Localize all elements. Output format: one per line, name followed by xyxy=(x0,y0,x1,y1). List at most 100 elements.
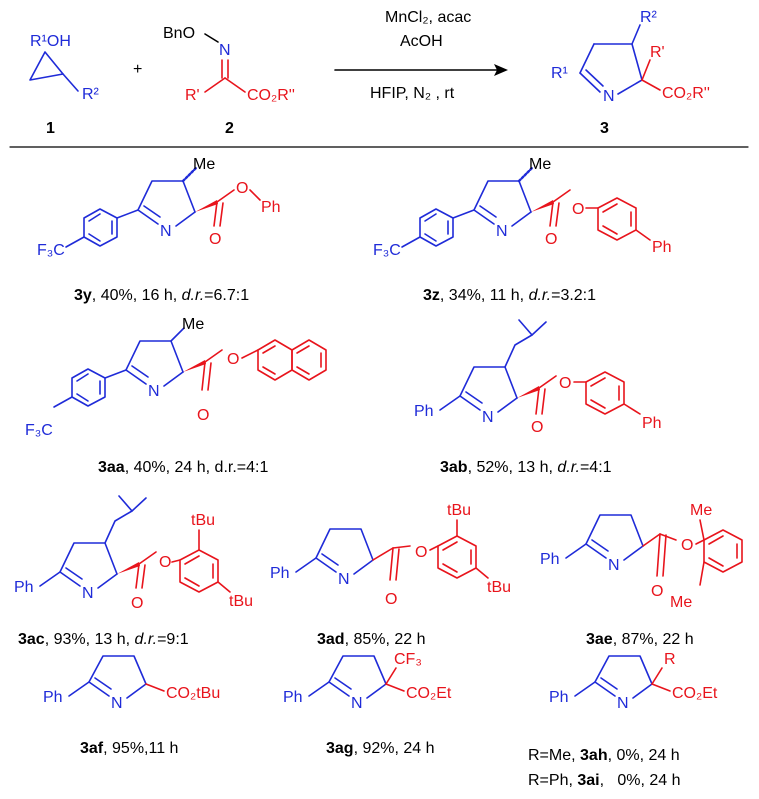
cn-double-2 xyxy=(591,539,609,552)
ph-label: Ph xyxy=(652,239,672,256)
ph-left-label: Ph xyxy=(540,551,560,568)
r-prefix: R=Me, xyxy=(528,747,580,764)
aryl-inner-3 xyxy=(708,557,724,567)
compound-id: 3z xyxy=(423,287,440,304)
co-double-2 xyxy=(555,202,560,227)
caption-3ac: 3ac, 93%, 13 h, d.r.=9:1 xyxy=(18,631,189,648)
ph-left-label: Ph xyxy=(14,579,34,596)
pyrroline-ring xyxy=(315,528,374,561)
co-double-2 xyxy=(395,548,400,581)
compound-id: 3ad xyxy=(317,631,345,648)
naph-inner-5 xyxy=(296,366,310,375)
reactant1-r2-label: R² xyxy=(82,86,100,103)
phenylene-inner-1 xyxy=(602,203,618,213)
aryl-inner-3 xyxy=(88,233,101,242)
pyrroline-ring xyxy=(125,340,184,373)
aryl-inner-3 xyxy=(184,577,200,587)
n-c2 xyxy=(623,545,644,561)
tbu-para-label: tBu xyxy=(487,579,511,596)
caption-details: , 34%, 11 h, xyxy=(440,287,529,304)
naphthyl-ring-2 xyxy=(291,339,327,381)
cn-double-1 xyxy=(315,557,337,573)
carbonyl-o: O xyxy=(385,591,397,608)
phenylene-inner-3 xyxy=(602,225,618,235)
dr-label: d.r. xyxy=(529,287,552,304)
plus-sign: + xyxy=(133,61,142,78)
aryl-ring-bond xyxy=(104,369,127,379)
r2-bond-product xyxy=(631,24,641,45)
tbu-ortho-label: tBu xyxy=(191,512,215,529)
cn-double-2 xyxy=(143,205,161,218)
cf3-bond xyxy=(53,396,73,408)
carbonyl-o: O xyxy=(197,407,209,424)
ester-bond xyxy=(145,683,165,692)
r-prefix: R=Ph, xyxy=(528,772,577,789)
caption-3z: 3z, 34%, 11 h, d.r.=3.2:1 xyxy=(423,287,596,304)
pyrroline-ring xyxy=(59,542,118,575)
n-label: N xyxy=(160,223,172,240)
n-label: N xyxy=(111,695,123,712)
compound-id: 3ah xyxy=(580,747,608,764)
dr-value: =9:1 xyxy=(157,631,189,648)
aryl-inner-3 xyxy=(424,233,437,242)
structure-3ad: Ph N O O tBu tBu 3ad, 85%, 22 h xyxy=(270,502,511,648)
aryl-inner-3 xyxy=(76,393,89,402)
reactant2-rprime: R' xyxy=(185,87,200,104)
caption-3ah: R=Me, 3ah, 0%, 24 h xyxy=(528,747,680,764)
ester-o: O xyxy=(159,554,171,571)
ph-left-label: Ph xyxy=(283,689,303,706)
ph-ring-bond xyxy=(68,681,90,697)
dr-value: =3.2:1 xyxy=(551,287,596,304)
tbu-ortho-label: tBu xyxy=(447,502,471,519)
cf3-bond xyxy=(65,236,85,248)
r-label: R xyxy=(664,651,676,668)
product-n: N xyxy=(603,88,615,105)
ph-bond xyxy=(635,229,651,241)
co-double-2 xyxy=(219,202,224,227)
me-label: Me xyxy=(193,156,215,173)
aryl-inner-1 xyxy=(88,213,101,222)
ester-wedge xyxy=(117,562,140,574)
caption-3ae: 3ae, 87%, 22 h xyxy=(586,631,694,648)
isobutyl-branch xyxy=(118,495,133,512)
reactant-1: R¹OH R² 1 xyxy=(29,33,100,137)
aryl-inner-1 xyxy=(76,373,89,382)
co-double-1 xyxy=(135,563,140,589)
c-o-bond xyxy=(138,551,157,565)
structure-3ae: Ph N O O Me Me 3ae, 87%, 22 h xyxy=(540,502,743,648)
cn-double-1 xyxy=(59,571,81,587)
caption-3ai: R=Ph, 3ai, 0%, 24 h xyxy=(528,772,681,789)
product-3: R² R¹ N R' CO₂R'' 3 xyxy=(551,9,710,137)
caption-3af: 3af, 95%,11 h xyxy=(80,740,178,757)
cn-double-1 xyxy=(594,681,616,697)
cn-double-1 xyxy=(459,395,481,411)
n-c2 xyxy=(126,683,147,699)
me-wedge xyxy=(170,327,185,342)
ester-bond xyxy=(372,547,394,561)
conditions-line-1: MnCl₂, acac xyxy=(385,9,471,26)
cf3-label: F₃C xyxy=(373,242,401,259)
cyclopropane-ring xyxy=(29,51,64,81)
cn-double-2 xyxy=(600,677,618,690)
caption-details: , 95%,11 h xyxy=(103,740,178,757)
me-bond-top xyxy=(699,519,705,541)
cn-double-2 xyxy=(334,677,352,690)
aryl-o-bond xyxy=(171,559,181,563)
aryl-inner-1 xyxy=(184,555,200,565)
co-double-2 xyxy=(662,534,667,577)
ring-cn-double-2 xyxy=(585,69,604,87)
pyrroline-ring xyxy=(459,366,518,399)
ph-label: Ph xyxy=(642,415,662,432)
dr-label: d.r. xyxy=(135,631,158,648)
compound-id: 3ab xyxy=(440,459,468,476)
tbu-bond-para xyxy=(475,567,489,579)
cf3-label: CF₃ xyxy=(394,651,422,668)
o-ph-bond xyxy=(249,189,261,201)
ester-o: O xyxy=(559,375,571,392)
co-double-1 xyxy=(389,547,394,581)
pyrroline-ring xyxy=(585,514,644,547)
ester-bond xyxy=(651,683,671,692)
structure-3z: F₃C N Me O O Ph 3z, 34%, 11 h, d.r.=3.2:… xyxy=(373,156,672,304)
n-c2 xyxy=(353,559,374,575)
naph-inner-2 xyxy=(262,366,276,375)
